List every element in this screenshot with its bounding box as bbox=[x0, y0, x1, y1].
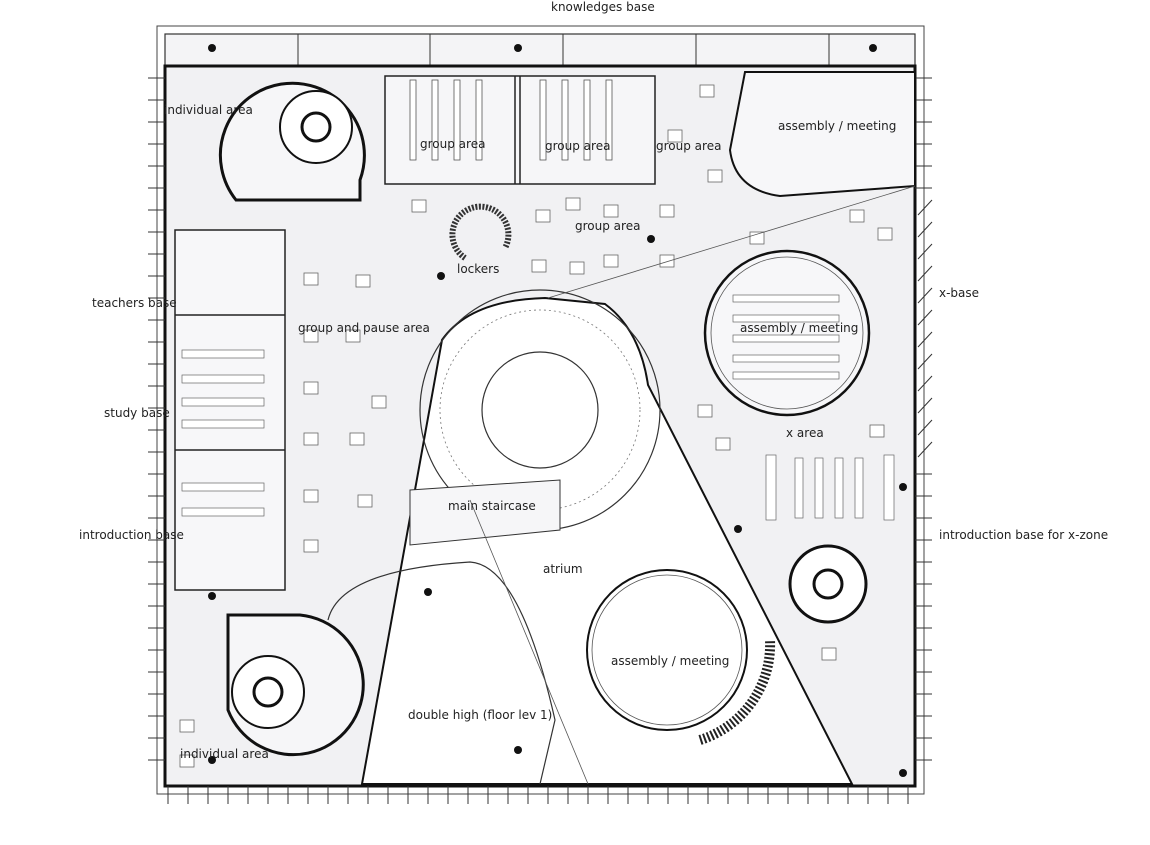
label-assembly-meeting-mid: assembly / meeting bbox=[740, 321, 858, 335]
label-main-staircase: main staircase bbox=[448, 499, 536, 513]
label-double-high: double high (floor lev 1) bbox=[408, 708, 552, 722]
main-staircase bbox=[409, 289, 661, 546]
knowledge-strip-dividers bbox=[297, 34, 830, 66]
stair-tower-bottom-left bbox=[226, 613, 365, 757]
study-base-block bbox=[174, 229, 286, 591]
label-knowledges-base: knowledges base bbox=[551, 0, 655, 14]
facade-ticks-bottom bbox=[167, 786, 909, 804]
spiral-stair-right bbox=[788, 544, 868, 624]
sight-lines bbox=[469, 185, 916, 785]
group-room-desks bbox=[409, 79, 613, 161]
study-base-desks bbox=[181, 349, 265, 517]
label-introduction-base: introduction base bbox=[79, 528, 184, 542]
table-groups bbox=[179, 84, 893, 768]
label-x-base: x-base bbox=[939, 286, 979, 300]
assembly-room-bottom bbox=[586, 569, 776, 745]
assembly-room-top-right bbox=[728, 71, 916, 198]
label-assembly-meeting-bottom: assembly / meeting bbox=[611, 654, 729, 668]
lockers-unit bbox=[449, 203, 512, 261]
label-individual-area-bottom: individual area bbox=[180, 747, 269, 761]
facade-ticks-left bbox=[148, 77, 165, 761]
group-rooms bbox=[384, 75, 656, 185]
label-study-base: study base bbox=[104, 406, 170, 420]
label-assembly-meeting-top: assembly / meeting bbox=[778, 119, 896, 133]
stair-tower-top-left bbox=[218, 81, 366, 202]
structural-columns bbox=[208, 44, 907, 777]
labels: knowledges base individual area group ar… bbox=[79, 0, 1108, 761]
label-individual-area-top: individual area bbox=[164, 103, 253, 117]
label-group-area-4: group area bbox=[575, 219, 640, 233]
label-introduction-base-x-zone: introduction base for x-zone bbox=[939, 528, 1108, 542]
facade-ticks-right bbox=[915, 77, 933, 761]
label-group-area-1: group area bbox=[420, 137, 485, 151]
label-group-area-3: group area bbox=[656, 139, 721, 153]
assembly-right-desks bbox=[732, 294, 840, 380]
label-group-and-pause-area: group and pause area bbox=[298, 321, 430, 335]
knowledge-strip bbox=[164, 33, 916, 67]
label-x-area: x area bbox=[786, 426, 824, 440]
label-teachers-base: teachers base bbox=[92, 296, 177, 310]
ramp-curve bbox=[327, 561, 556, 785]
label-lockers: lockers bbox=[457, 262, 499, 276]
x-area-desks bbox=[765, 454, 895, 521]
site-boundary bbox=[156, 25, 925, 795]
label-group-area-2: group area bbox=[545, 139, 610, 153]
label-atrium: atrium bbox=[543, 562, 583, 576]
